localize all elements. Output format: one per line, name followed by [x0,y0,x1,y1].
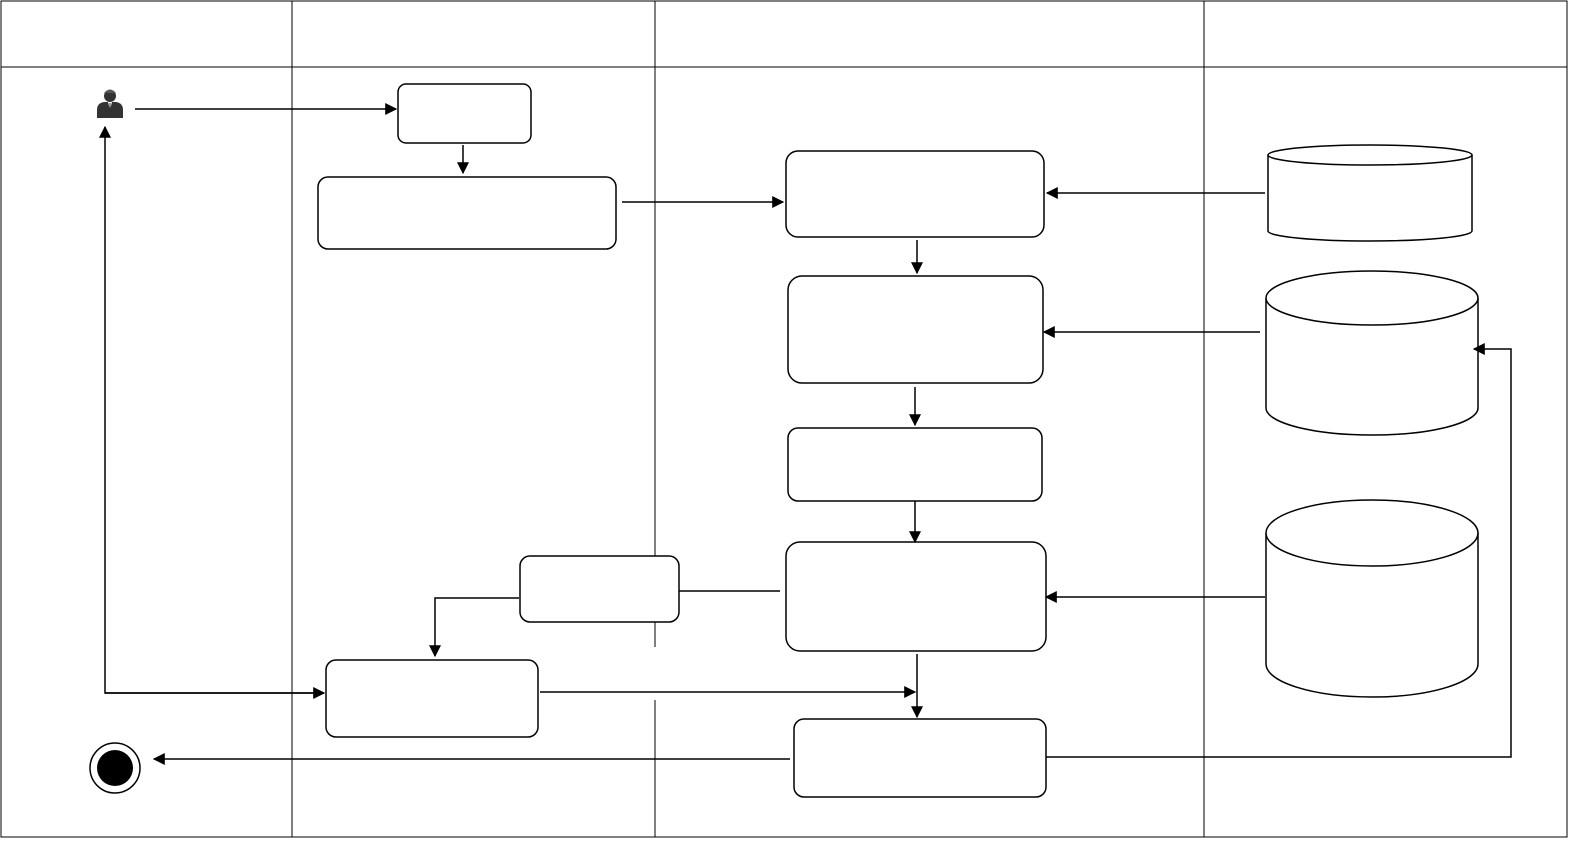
database-1 [1267,144,1473,242]
user-icon [97,89,123,118]
edge-final-to-db2 [1046,343,1512,758]
end-state-icon [89,742,141,794]
process-box-side [519,555,680,623]
process-box-step2 [787,275,1044,384]
outer-border [0,0,1568,838]
process-box-step4 [785,541,1047,652]
process-box-result [325,659,539,738]
database-3 [1265,499,1479,698]
database-2 [1265,270,1479,436]
process-box-start [397,83,532,144]
swimlane-frame [0,0,1568,838]
process-box-submit [317,176,617,250]
edge-result-to-actor [99,125,324,694]
edge-side-to-result [429,597,519,658]
process-box-step3 [787,427,1043,502]
process-box-final [793,718,1047,798]
connectors [99,103,1512,765]
process-box-step1 [785,150,1045,238]
